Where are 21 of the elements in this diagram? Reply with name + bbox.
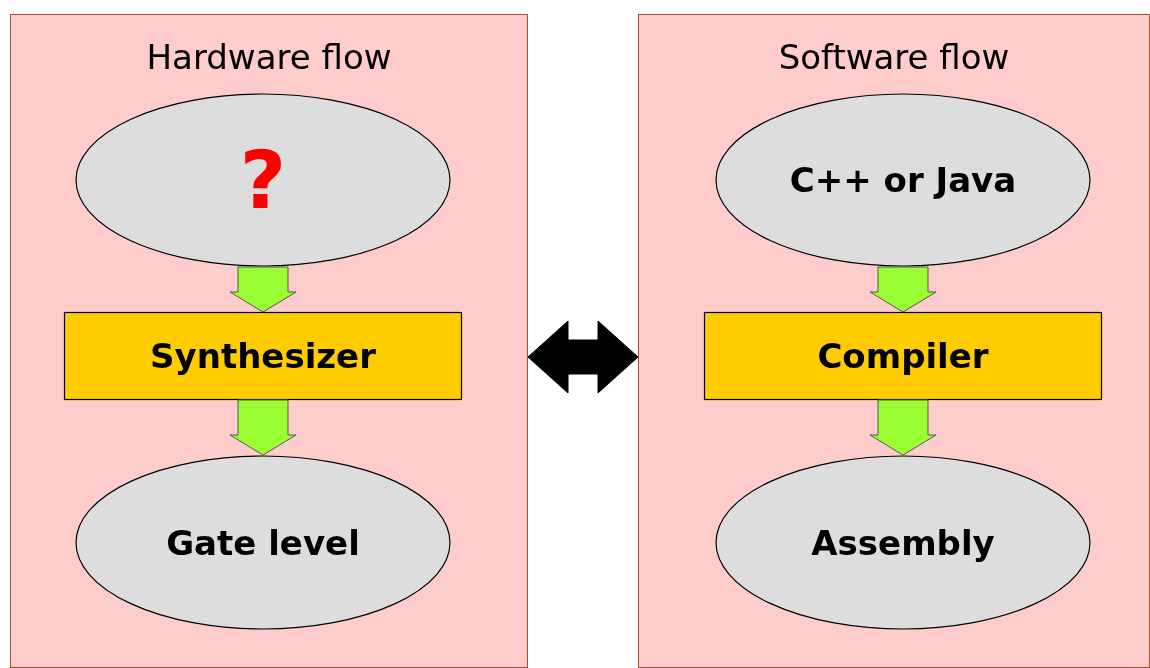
process-box: [64, 312, 462, 400]
node-label: ?: [239, 133, 287, 227]
block-arrow: [229, 399, 297, 456]
ellipse-node: [715, 93, 1091, 267]
panel-title: Hardware flow: [145, 37, 393, 77]
ellipse-node: [75, 93, 451, 267]
node-label: Synthesizer: [150, 336, 376, 376]
process-box: [704, 312, 1102, 400]
panel-title: Software flow: [777, 37, 1011, 77]
block-arrow: [229, 266, 297, 313]
block-arrow: [869, 266, 937, 313]
node-label: Assembly: [811, 522, 995, 563]
block-arrow: [527, 320, 639, 394]
ellipse-node: [75, 455, 451, 630]
block-arrow: [869, 399, 937, 456]
node-label: C++ or Java: [789, 160, 1017, 200]
flow-panel: [638, 14, 1150, 668]
node-label: Compiler: [817, 336, 989, 376]
ellipse-node: [715, 455, 1091, 630]
flow-panel: [10, 14, 528, 668]
node-label: Gate level: [166, 522, 360, 563]
